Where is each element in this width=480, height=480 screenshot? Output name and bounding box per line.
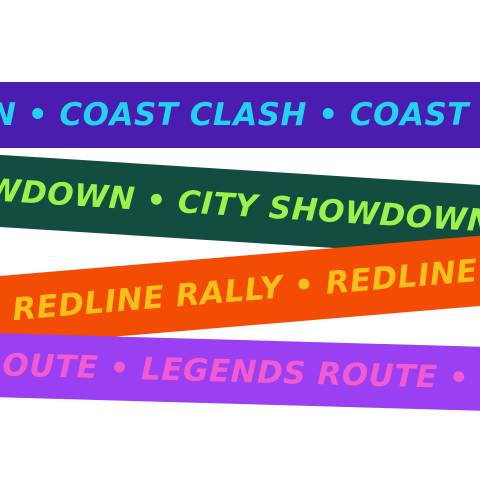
banner-coast-clash-text: N • COAST CLASH • COAST CLASH • COAST CL xyxy=(0,97,469,133)
banner-redline-rally: • REDLINE RALLY • REDLINE RALLY • xyxy=(0,231,480,351)
banner-legends-route: ROUTE • LEGENDS ROUTE • LEGENDS RO xyxy=(0,331,480,413)
banner-legends-route-text: ROUTE • LEGENDS ROUTE • LEGENDS RO xyxy=(0,346,480,402)
banner-coast-clash: N • COAST CLASH • COAST CLASH • COAST CL xyxy=(0,82,480,148)
banner-redline-rally-text: • REDLINE RALLY • REDLINE RALLY • xyxy=(0,253,480,331)
